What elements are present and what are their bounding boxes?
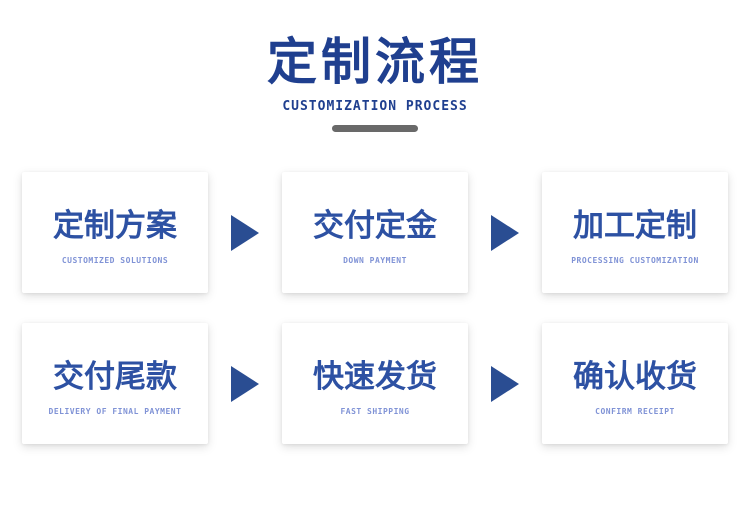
step-card-processing-customization: 加工定制 PROCESSING CUSTOMIZATION [542, 172, 728, 293]
step-card-final-payment: 交付尾款 DELIVERY OF FINAL PAYMENT [22, 323, 208, 444]
step-label: 交付定金 [313, 208, 437, 243]
flow-row-2: 交付尾款 DELIVERY OF FINAL PAYMENT 快速发货 FAST… [22, 323, 728, 444]
page-subtitle: CUSTOMIZATION PROCESS [282, 99, 468, 114]
arrow-right-icon [491, 365, 519, 402]
flow-row-1: 定制方案 CUSTOMIZED SOLUTIONS 交付定金 DOWN PAYM… [22, 172, 728, 293]
step-card-customized-solutions: 定制方案 CUSTOMIZED SOLUTIONS [22, 172, 208, 293]
arrow-cell [468, 214, 542, 251]
step-sublabel: DELIVERY OF FINAL PAYMENT [48, 407, 182, 416]
arrow-right-icon [231, 365, 259, 402]
arrow-right-icon [231, 214, 259, 251]
process-flow: 定制方案 CUSTOMIZED SOLUTIONS 交付定金 DOWN PAYM… [22, 172, 728, 444]
step-sublabel: FAST SHIPPING [340, 407, 410, 416]
arrow-cell [468, 365, 542, 402]
step-label: 确认收货 [573, 359, 697, 394]
step-label: 加工定制 [573, 208, 697, 243]
step-label: 定制方案 [53, 208, 177, 243]
step-sublabel: PROCESSING CUSTOMIZATION [571, 256, 699, 265]
step-sublabel: CUSTOMIZED SOLUTIONS [61, 256, 169, 265]
step-card-confirm-receipt: 确认收货 CONFIRM RECEIPT [542, 323, 728, 444]
step-card-fast-shipping: 快速发货 FAST SHIPPING [282, 323, 468, 444]
title-divider [332, 125, 418, 132]
arrow-cell [208, 214, 282, 251]
step-label: 交付尾款 [53, 359, 177, 394]
step-sublabel: CONFIRM RECEIPT [595, 407, 675, 416]
page-header: 定制流程 CUSTOMIZATION PROCESS [0, 0, 750, 132]
step-label: 快速发货 [313, 359, 437, 394]
step-card-down-payment: 交付定金 DOWN PAYMENT [282, 172, 468, 293]
page-title: 定制流程 [267, 34, 483, 90]
arrow-right-icon [491, 214, 519, 251]
step-sublabel: DOWN PAYMENT [343, 256, 407, 265]
arrow-cell [208, 365, 282, 402]
